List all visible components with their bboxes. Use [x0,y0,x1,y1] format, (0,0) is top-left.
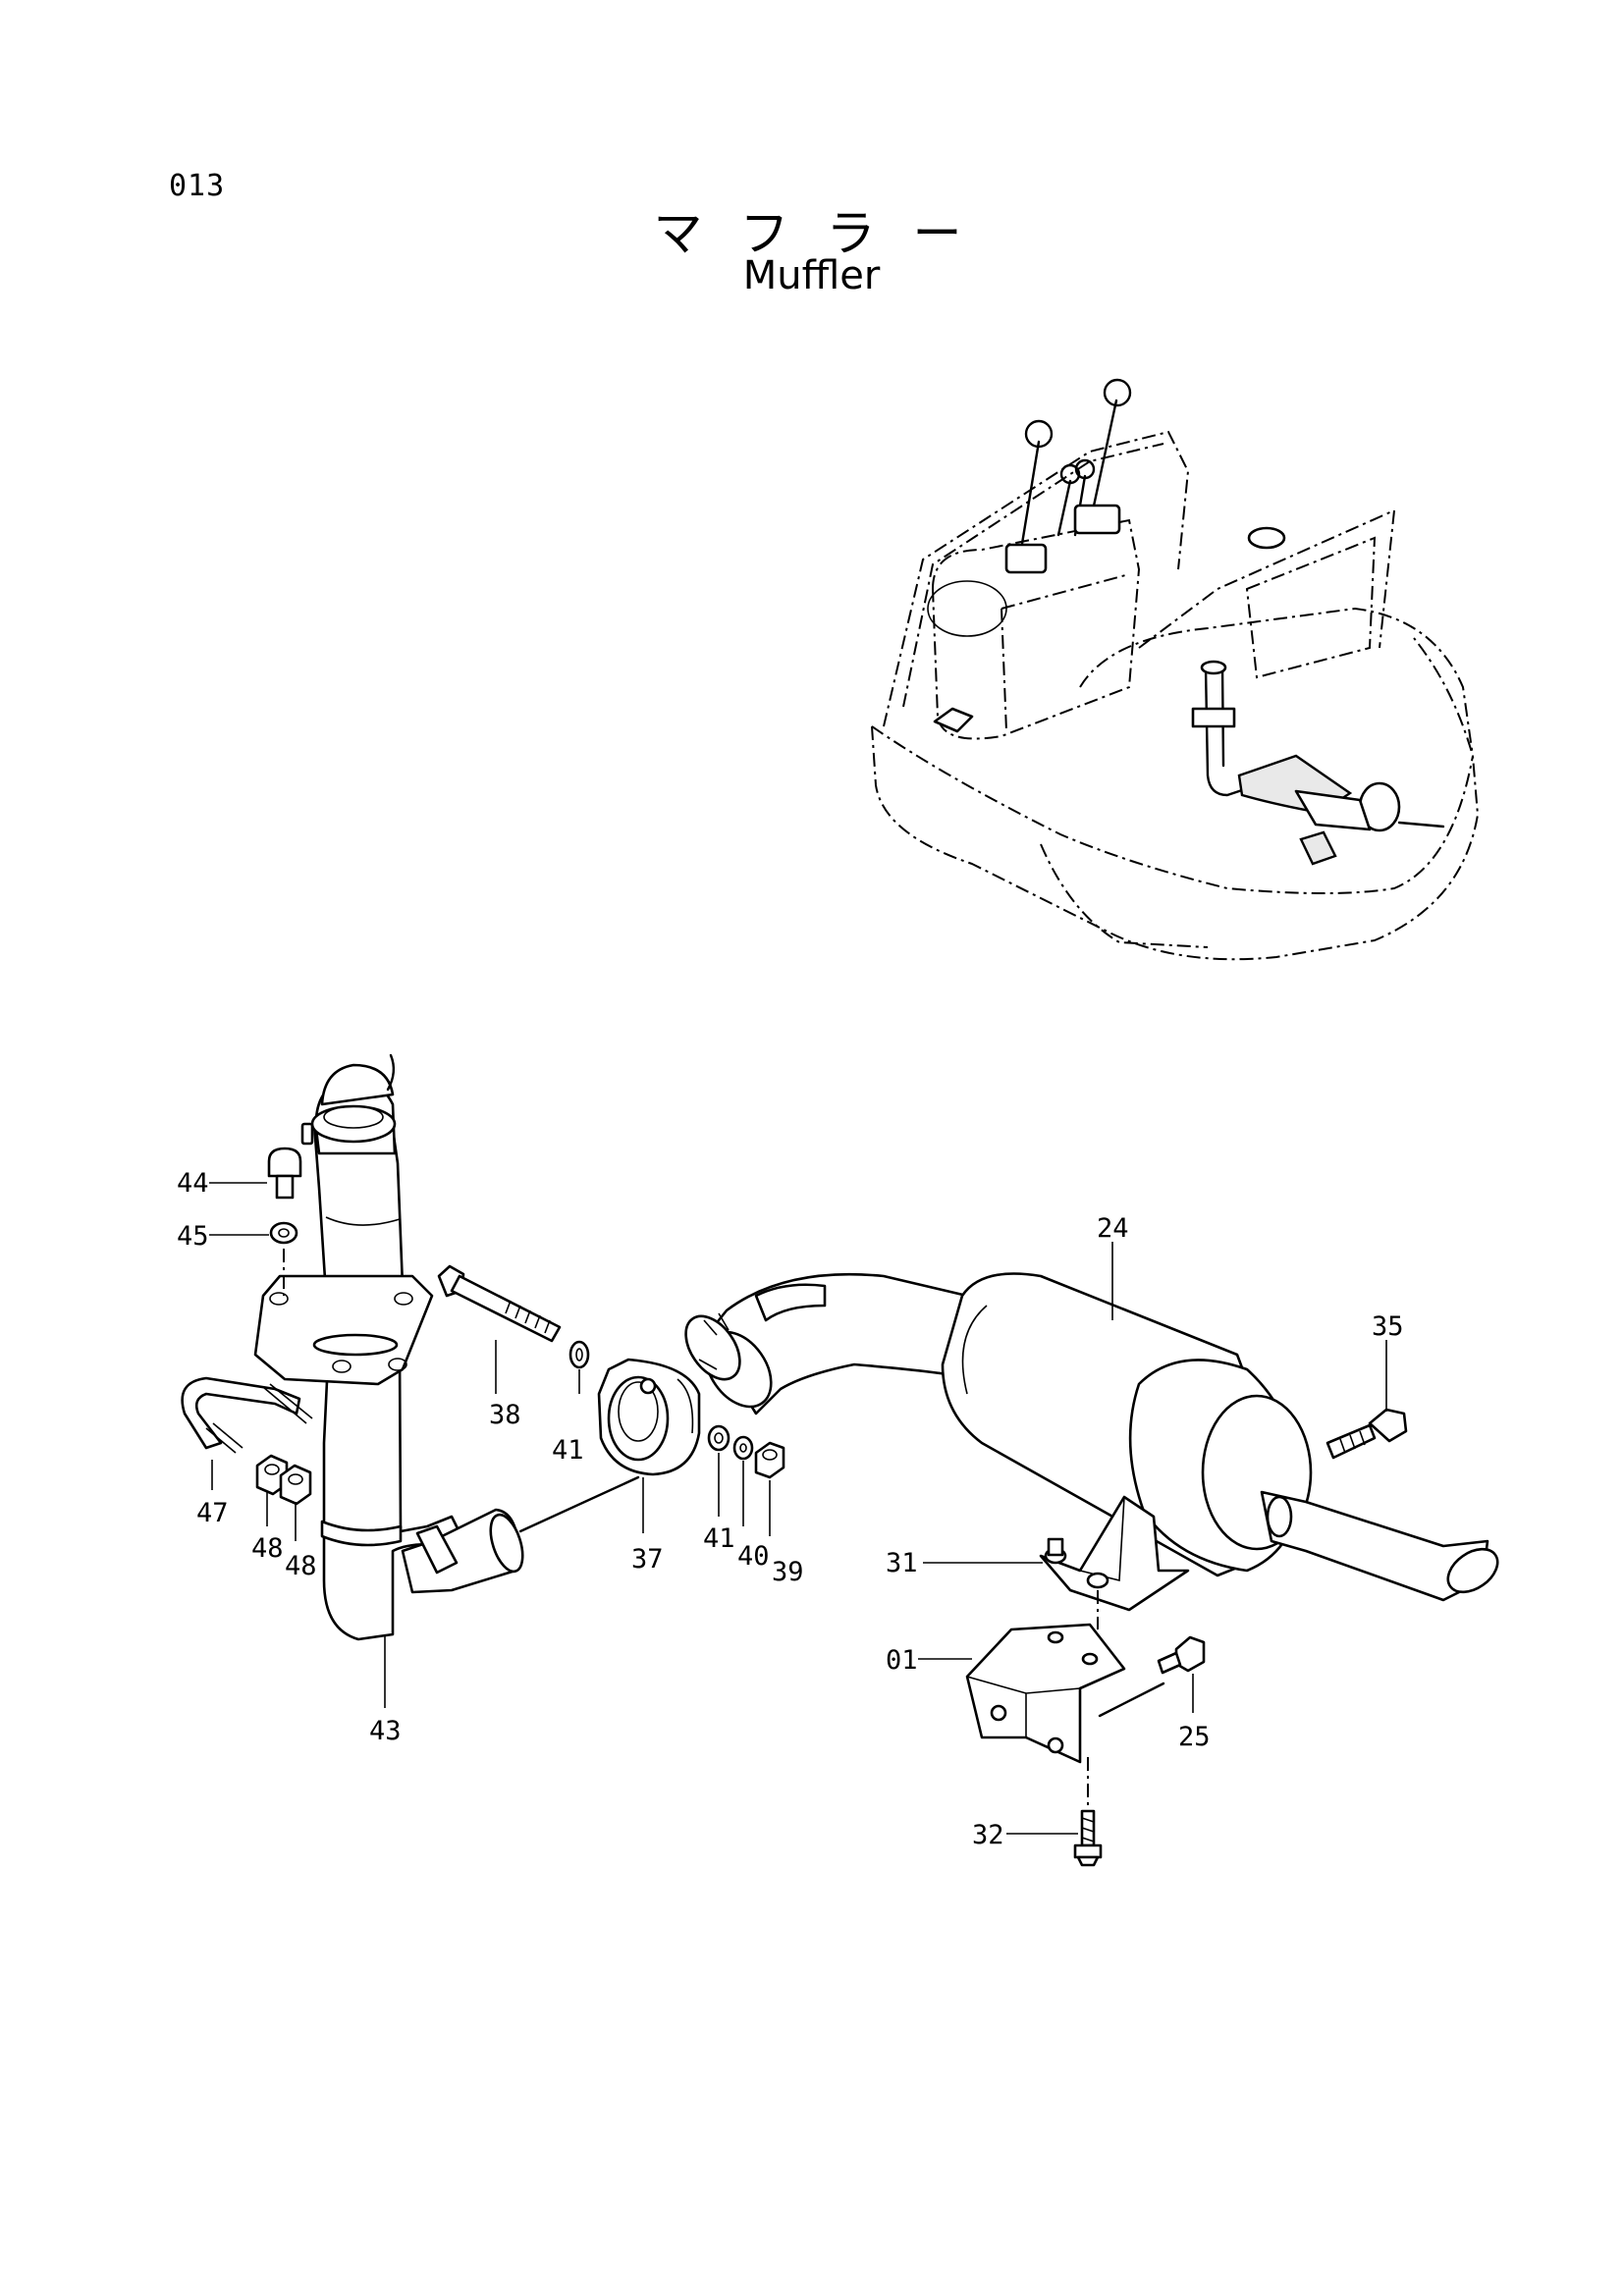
page-title-english: Muffler [742,253,881,298]
callout-numbers: 44 45 38 41 47 48 48 37 41 40 39 43 24 3… [177,1168,1404,1850]
travel-pedal [933,707,974,733]
callout-32: 32 [972,1820,1004,1850]
part-45-washer [269,1221,298,1245]
callout-39: 39 [772,1557,804,1587]
muffler-location [1191,660,1445,866]
machine-body-inner [1040,843,1209,948]
machine-body-shell [871,637,1480,961]
callout-44: 44 [177,1168,209,1199]
pipe-flange [253,1274,434,1386]
callout-41-lower: 41 [703,1523,735,1554]
leader-43-37 [518,1475,640,1533]
callout-25: 25 [1178,1722,1211,1752]
part-24-muffler [684,1272,1499,1612]
callout-48-a: 48 [251,1533,284,1564]
page-title-japanese: マフラー [653,205,1000,262]
callout-leaders [209,1182,1387,1835]
callout-47: 47 [196,1498,229,1528]
console-pod [927,580,1007,637]
callout-37: 37 [631,1544,664,1575]
callout-24: 24 [1097,1213,1129,1244]
part-43-exhaust-pipe [300,1053,524,1641]
leader-01-25 [1098,1682,1165,1718]
callout-40: 40 [737,1541,770,1572]
part-44-bolt [267,1147,302,1200]
part-37-clamp [597,1358,701,1476]
engine-hood-top [1138,508,1396,649]
seat-frame-rail [902,443,1164,708]
part-39-nut [754,1441,785,1479]
callout-48-b: 48 [285,1551,317,1581]
part-40-spring-washer [732,1435,754,1461]
callout-35: 35 [1372,1311,1404,1342]
callout-01: 01 [886,1645,918,1676]
part-41-washer-lower [707,1424,730,1452]
part-48-nut-b [279,1464,312,1506]
engine-hood [1079,607,1474,757]
control-console-face [1001,573,1130,732]
part-38-long-bolt [437,1264,562,1343]
seat-frame [883,430,1190,727]
callout-43: 43 [369,1716,402,1746]
control-levers [1004,378,1132,574]
part-47-u-bolt [181,1376,313,1454]
callout-31: 31 [886,1548,918,1578]
machine-location-view [871,378,1480,961]
control-console [931,518,1141,740]
engine-hood-panel [1245,536,1377,679]
callout-45: 45 [177,1221,209,1252]
part-35-bolt [1325,1408,1408,1460]
part-41-washer-upper [568,1340,590,1369]
page-number: 013 [169,169,226,203]
part-32-bolt [1073,1809,1103,1867]
part-25-bolt [1157,1635,1206,1675]
fuel-cap [1247,526,1286,550]
callout-41-upper: 41 [552,1435,584,1466]
part-01-bracket [965,1623,1126,1764]
callout-38: 38 [489,1400,521,1430]
